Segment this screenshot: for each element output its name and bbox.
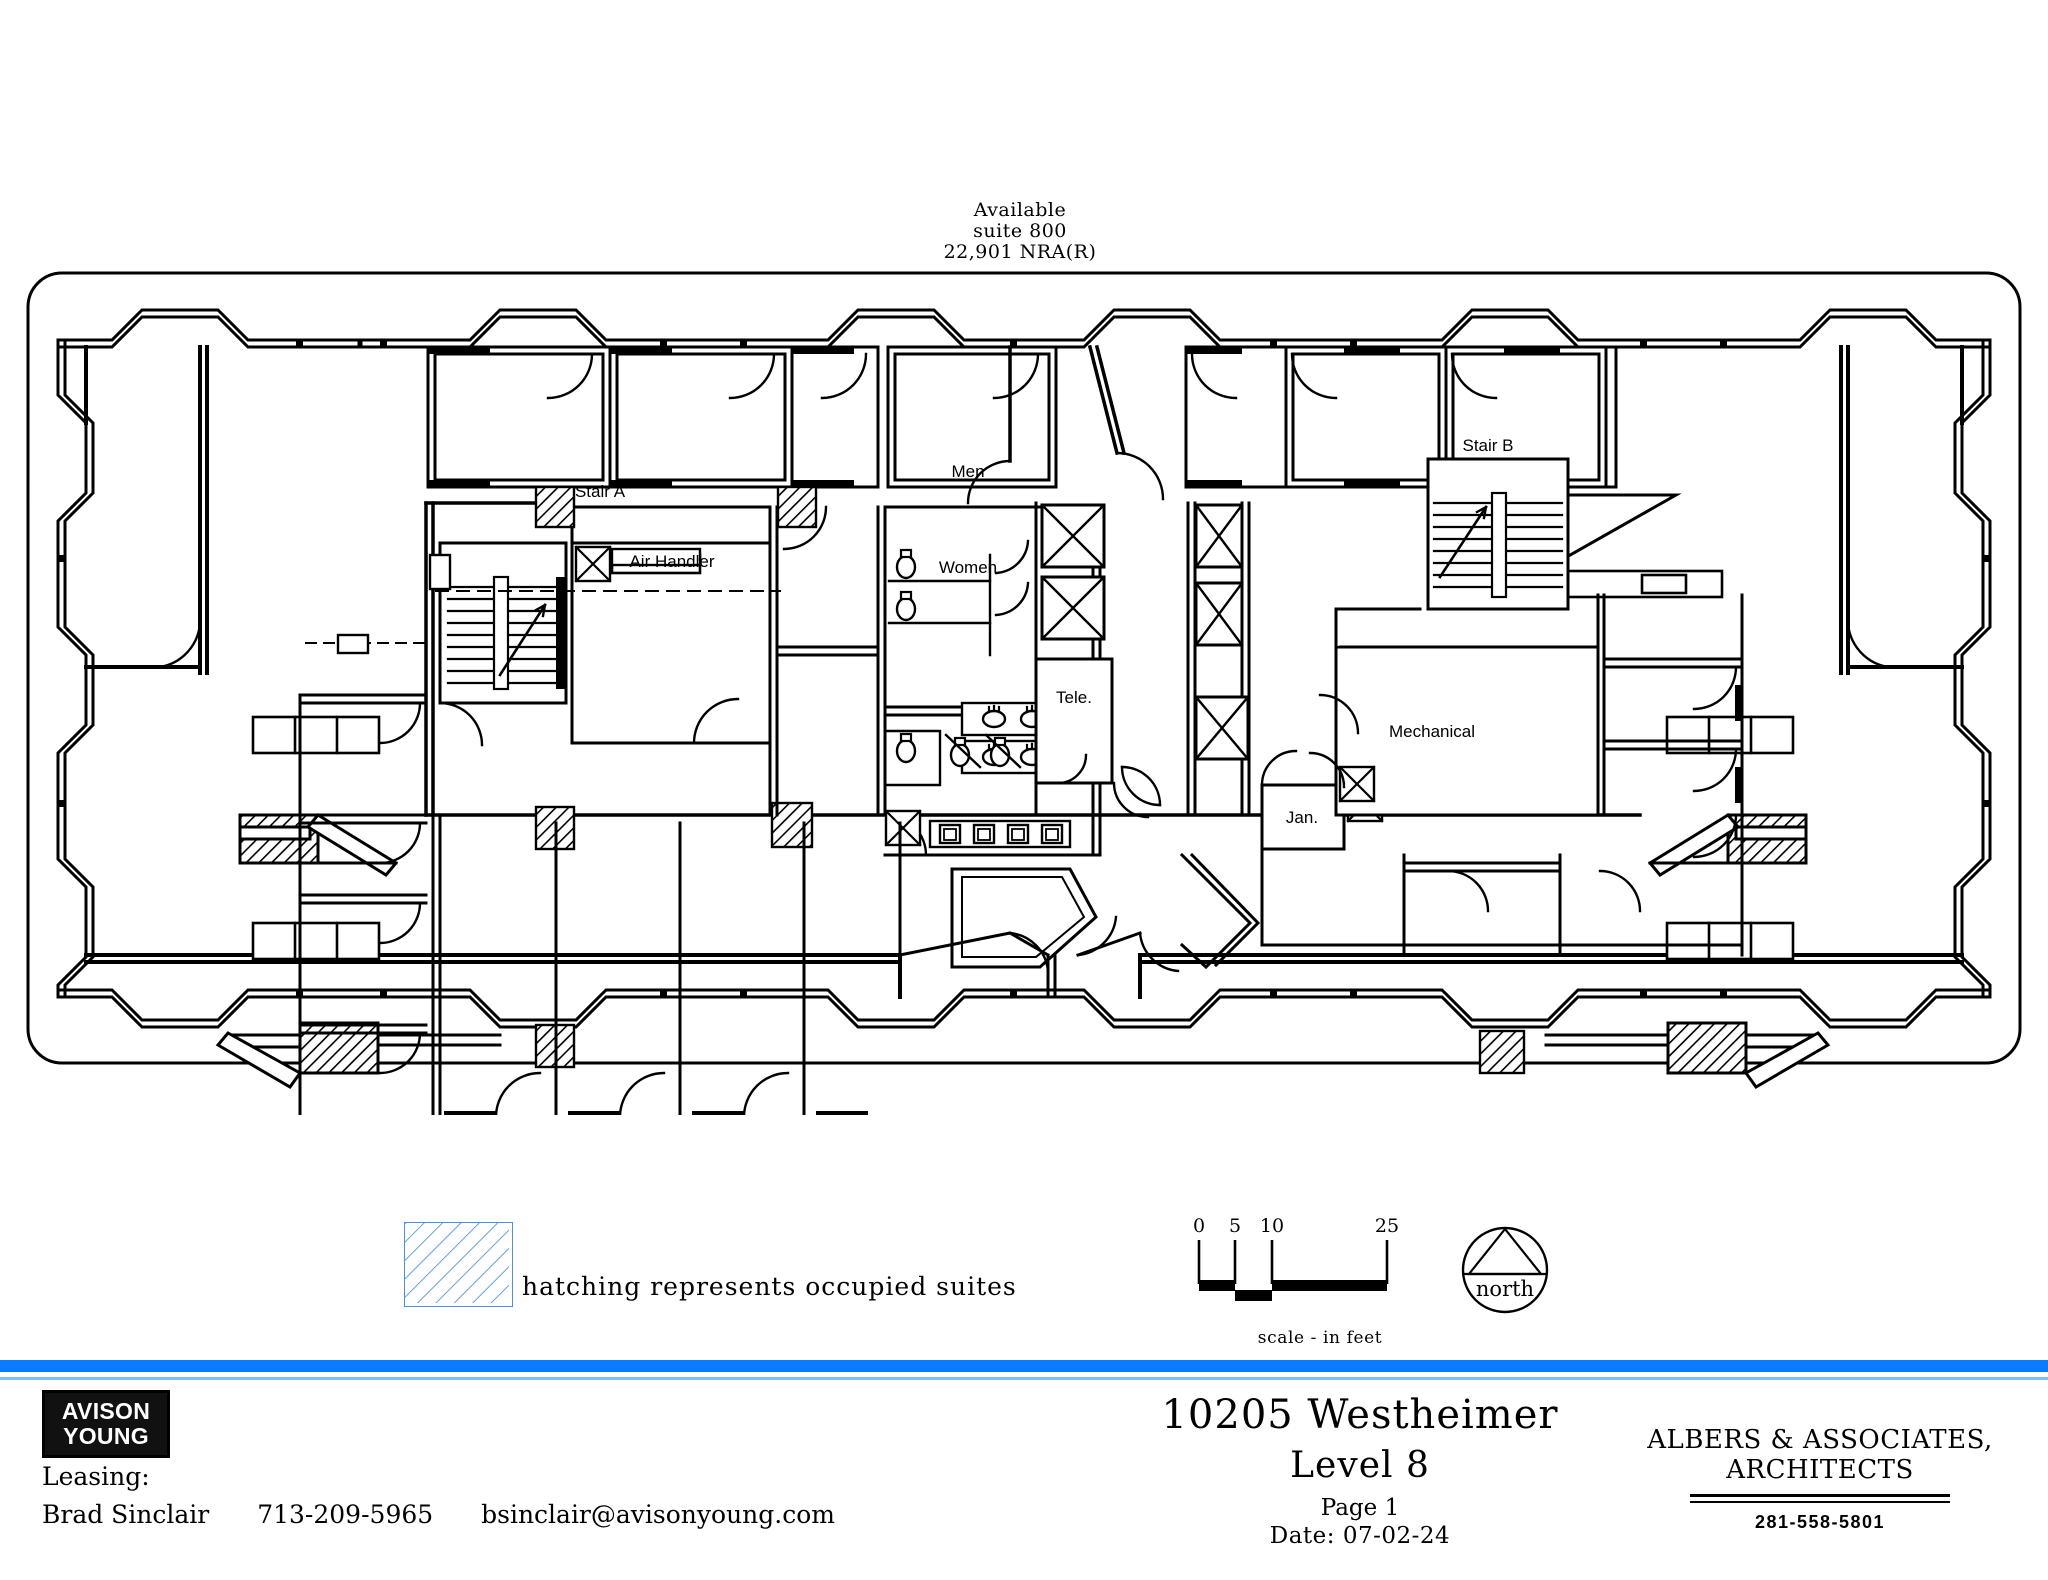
scale-tick-10: 10 [1260, 1215, 1284, 1237]
plan-room-labels: Stair A Air Handler Men Women Tele. Jan.… [575, 436, 1514, 827]
scale-bar-graphic: 0 5 10 25 [1193, 1215, 1399, 1301]
scale-tick-0: 0 [1193, 1215, 1205, 1237]
logo-line-1: AVISON [61, 1398, 151, 1424]
accent-bar [0, 1360, 2048, 1372]
room-label-stair-b: Stair B [1462, 436, 1513, 455]
architect-phone[interactable]: 281-558-5801 [1754, 1512, 1886, 1532]
room-label-jan: Jan. [1286, 808, 1318, 827]
plan-date: Date: 07-02-24 [1269, 1523, 1451, 1549]
building-level: Level 8 [1290, 1445, 1430, 1486]
legend-row: hatching represents occupied suites 0 5 … [0, 1210, 2048, 1360]
agent-phone[interactable]: 713-209-5965 [257, 1500, 434, 1529]
room-label-men: Men [951, 462, 984, 481]
scale-bar: 0 5 10 25 [1190, 1210, 1450, 1340]
scale-tick-25: 25 [1375, 1215, 1399, 1237]
room-label-tele: Tele. [1056, 688, 1092, 707]
architect-name-line-2: ARCHITECTS [1726, 1455, 1914, 1485]
floor-plan: Stair A Air Handler Men Women Tele. Jan.… [0, 255, 2048, 1115]
logo-line-2: YOUNG [63, 1423, 149, 1449]
title-block: 10205 Westheimer Level 8 Page 1 Date: 07… [1100, 1392, 1620, 1549]
availability-note: Available suite 800 22,901 NRA(R) [860, 200, 1180, 263]
avison-young-logo: AVISON YOUNG [42, 1390, 170, 1458]
hatch-swatch-fill [405, 1223, 509, 1303]
building-name: 10205 Westheimer [1161, 1392, 1559, 1438]
scale-tick-5: 5 [1229, 1215, 1241, 1237]
leasing-label: Leasing: [42, 1462, 150, 1491]
agent-name: Brad Sinclair [42, 1500, 210, 1529]
room-label-stair-a: Stair A [575, 482, 626, 501]
architect-block: ALBERS & ASSOCIATES, ARCHITECTS 281-558-… [1640, 1425, 2000, 1533]
availability-suite: suite 800 [973, 220, 1067, 242]
availability-area: 22,901 NRA(R) [943, 241, 1097, 263]
agent-email[interactable]: bsinclair@avisonyoung.com [481, 1500, 835, 1529]
accent-bar-thin [0, 1377, 2048, 1380]
architect-name-line-1: ALBERS & ASSOCIATES, [1647, 1425, 1993, 1455]
north-arrow-graphic: north [1461, 1226, 1549, 1314]
north-arrow: north [1455, 1220, 1555, 1320]
room-label-women: Women [939, 558, 997, 577]
scale-caption: scale - in feet [1257, 1328, 1383, 1348]
availability-status: Available [973, 199, 1067, 221]
room-label-mechanical: Mechanical [1389, 722, 1475, 741]
hatch-swatch [404, 1222, 513, 1307]
room-label-air-handler: Air Handler [629, 552, 714, 571]
architect-divider [1690, 1494, 1950, 1503]
north-label: north [1476, 1277, 1534, 1301]
page-number: Page 1 [1320, 1495, 1400, 1521]
leasing-contact: Brad Sinclair 713-209-5965 bsinclair@avi… [42, 1500, 835, 1529]
floor-plan-drawing: Stair A Air Handler Men Women Tele. Jan.… [26, 271, 2022, 1115]
hatch-legend-label: hatching represents occupied suites [522, 1272, 1017, 1301]
